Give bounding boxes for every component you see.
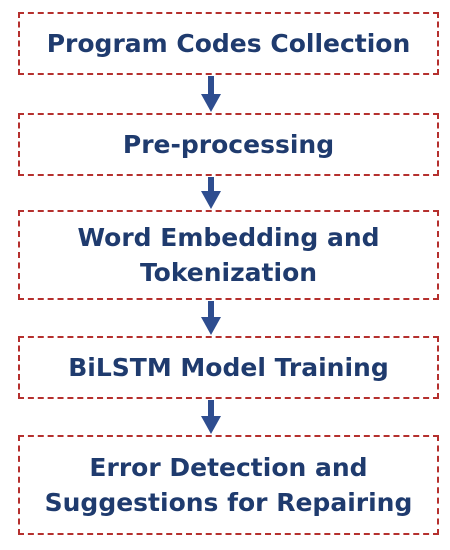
step-label-line-2: Tokenization bbox=[139, 258, 318, 287]
step-bilstm-model-training: BiLSTM Model Training bbox=[18, 336, 439, 399]
step-label: BiLSTM Model Training bbox=[68, 353, 389, 382]
step-label-line-1: Error Detection and bbox=[89, 453, 368, 482]
step-error-detection-repairing: Error Detection and Suggestions for Repa… bbox=[18, 435, 439, 535]
flow-arrow-down-icon bbox=[201, 400, 221, 434]
step-word-embedding-tokenization: Word Embedding and Tokenization bbox=[18, 210, 439, 300]
step-pre-processing: Pre-processing bbox=[18, 113, 439, 176]
flow-arrow-down-icon bbox=[201, 301, 221, 335]
step-label-line-1: Word Embedding and bbox=[77, 223, 380, 252]
flow-arrow-down-icon bbox=[201, 177, 221, 209]
step-label-line-2: Suggestions for Repairing bbox=[44, 488, 413, 517]
step-program-codes-collection: Program Codes Collection bbox=[18, 12, 439, 75]
flow-arrow-down-icon bbox=[201, 76, 221, 112]
step-label: Pre-processing bbox=[122, 130, 335, 159]
step-label: Program Codes Collection bbox=[46, 29, 411, 58]
